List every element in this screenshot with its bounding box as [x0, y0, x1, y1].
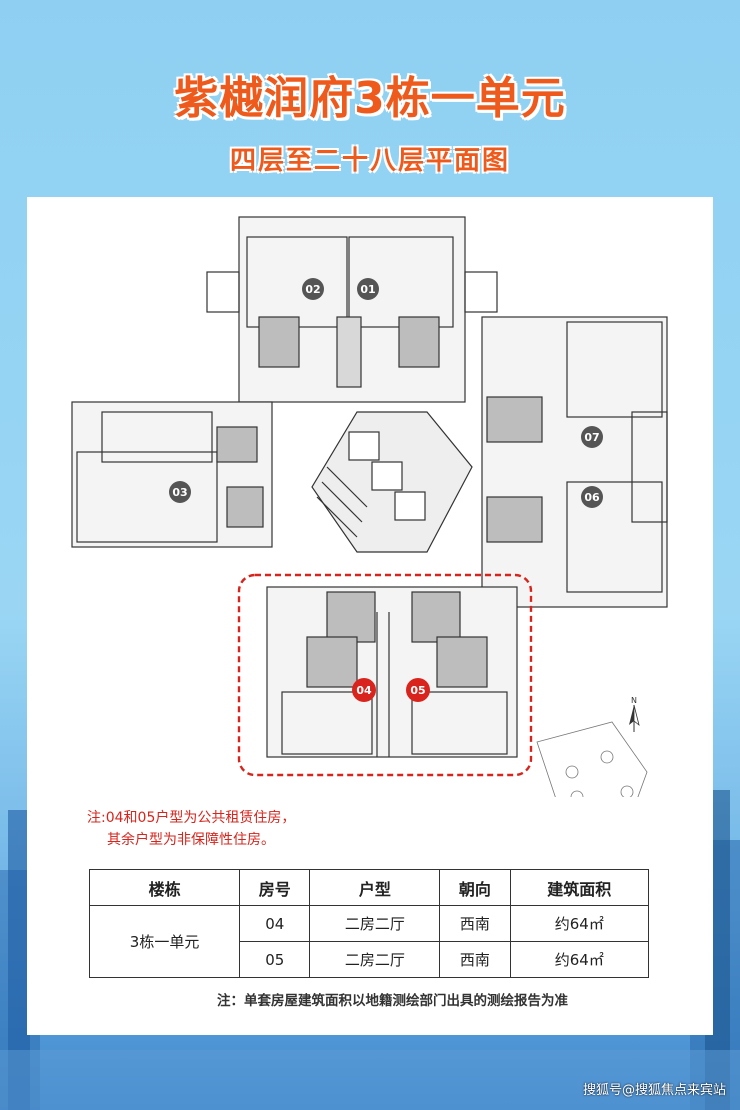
svg-text:N: N — [631, 696, 637, 705]
unit-marker-02 — [302, 278, 324, 300]
header-orientation: 朝向 — [439, 869, 511, 906]
cell-building: 3栋一单元 — [88, 905, 241, 978]
highlight-box — [237, 573, 533, 777]
cell-area: 约64㎡ — [509, 905, 650, 942]
table-row: 3栋一单元 04 二房二厅 西南 约64㎡ — [88, 905, 650, 978]
page-title: 紫樾润府3栋一单元 — [174, 73, 566, 124]
note-line-1: 注:04和05户型为公共租赁住房， — [87, 810, 296, 826]
unit-marker-04 — [352, 678, 376, 702]
cell-type: 二房二厅 — [309, 941, 441, 978]
floorplan-card: 02 01 03 07 06 04 05 N — [27, 197, 713, 1035]
cell-type: 二房二厅 — [309, 905, 441, 942]
unit-marker-03 — [169, 481, 191, 503]
unit-label-05: 05 — [410, 684, 425, 697]
table-header-row: 楼栋 房号 户型 朝向 建筑面积 — [88, 869, 650, 906]
north-compass-icon: N — [629, 696, 640, 732]
unit-label-07: 07 — [584, 431, 599, 444]
unit-marker-07 — [581, 426, 603, 448]
unit-label-01: 01 — [360, 283, 375, 296]
header-building: 楼栋 — [88, 869, 241, 906]
unit-marker-05 — [406, 678, 430, 702]
header-type: 户型 — [309, 869, 441, 906]
watermark: 搜狐号@搜狐焦点来宾站 — [582, 1083, 726, 1098]
cell-room: 04 — [239, 905, 311, 942]
site-location-map — [536, 721, 648, 797]
header-room: 房号 — [239, 869, 311, 906]
cell-orientation: 西南 — [439, 905, 511, 942]
header-area: 建筑面积 — [509, 869, 650, 906]
table-row: 05 二房二厅 西南 约64㎡ — [90, 941, 650, 978]
unit-label-02: 02 — [305, 283, 320, 296]
public-rental-note: 注:04和05户型为公共租赁住房， 其余户型为非保障性住房。 — [87, 807, 487, 851]
floor-plan-drawing: 02 01 03 07 06 04 05 N — [71, 216, 668, 797]
area-disclaimer: 注：单套房屋建筑面积以地籍测绘部门出具的测绘报告为准 — [217, 993, 568, 1009]
page-subtitle: 四层至二十八层平面图 — [229, 146, 510, 176]
cell-orientation: 西南 — [439, 941, 511, 978]
unit-label-06: 06 — [584, 491, 600, 504]
cell-room: 05 — [239, 941, 311, 978]
unit-label-03: 03 — [172, 486, 187, 499]
cell-area: 约64㎡ — [509, 941, 650, 978]
unit-label-04: 04 — [356, 684, 372, 697]
note-line-2: 其余户型为非保障性住房。 — [107, 832, 275, 848]
unit-marker-01 — [357, 278, 379, 300]
unit-marker-06 — [581, 486, 603, 508]
unit-info-table: 楼栋 房号 户型 朝向 建筑面积 3栋一单元 04 二房二厅 西南 约64㎡ 0… — [88, 869, 650, 978]
